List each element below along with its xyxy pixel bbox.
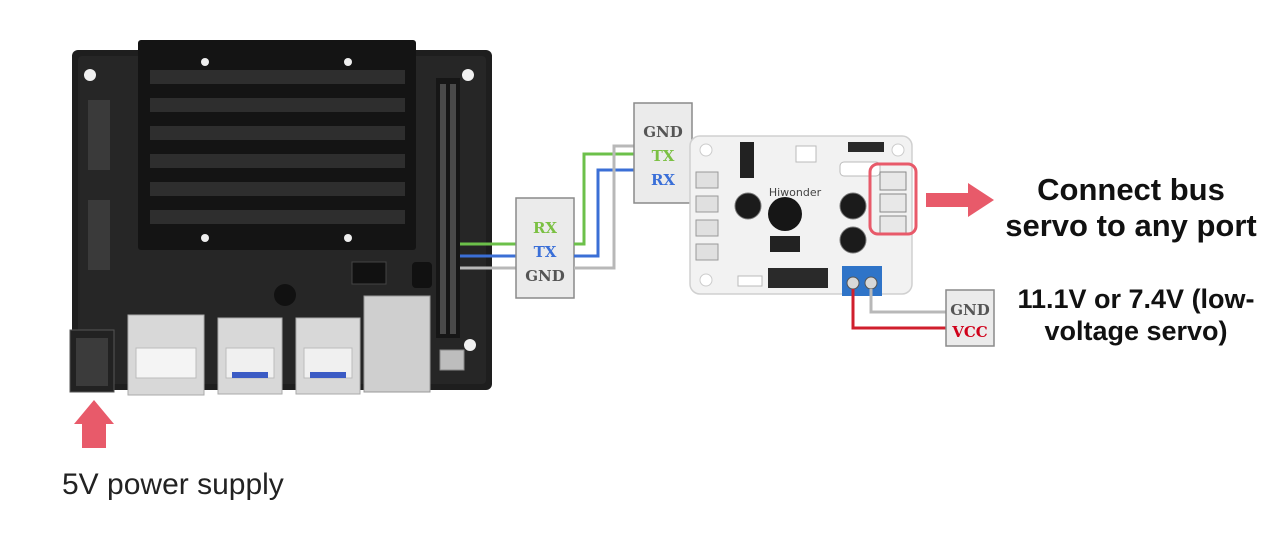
buzzer-icon [768, 197, 802, 231]
usb-ports [127, 295, 465, 396]
main-board [69, 40, 492, 396]
board-tx-label: TX [534, 243, 557, 261]
power-vcc-label: VCC [951, 323, 988, 341]
serial-header [740, 142, 754, 178]
power-arrow-icon [74, 400, 114, 448]
board-serial-label: RX TX GND [515, 197, 575, 299]
controller-serial-label: GND TX RX [633, 102, 693, 204]
cross-wires [574, 144, 634, 270]
voltage-caption: 11.1V or 7.4V (low-voltage servo) [1017, 284, 1255, 346]
gpio-header [436, 78, 460, 338]
servo-port-caption: Connect bus servo to any port [1005, 172, 1257, 243]
board-gnd-label: GND [525, 267, 565, 285]
board-wires [460, 242, 516, 270]
controller-rx-label: RX [651, 171, 675, 189]
power-wires [851, 289, 946, 330]
controller-brand-text: Hiwonder [769, 186, 822, 199]
servo-controller-board: Hiwonder [689, 135, 913, 296]
heatsink [138, 40, 416, 250]
controller-tx-label: TX [652, 147, 675, 165]
servo-arrow-icon [926, 183, 994, 217]
controller-gnd-label: GND [643, 123, 683, 141]
servo-port-highlight [868, 162, 918, 236]
board-rx-label: RX [533, 219, 557, 237]
power-label: GND VCC [945, 289, 995, 347]
power-supply-caption: 5V power supply [62, 468, 284, 501]
power-gnd-label: GND [950, 301, 990, 319]
